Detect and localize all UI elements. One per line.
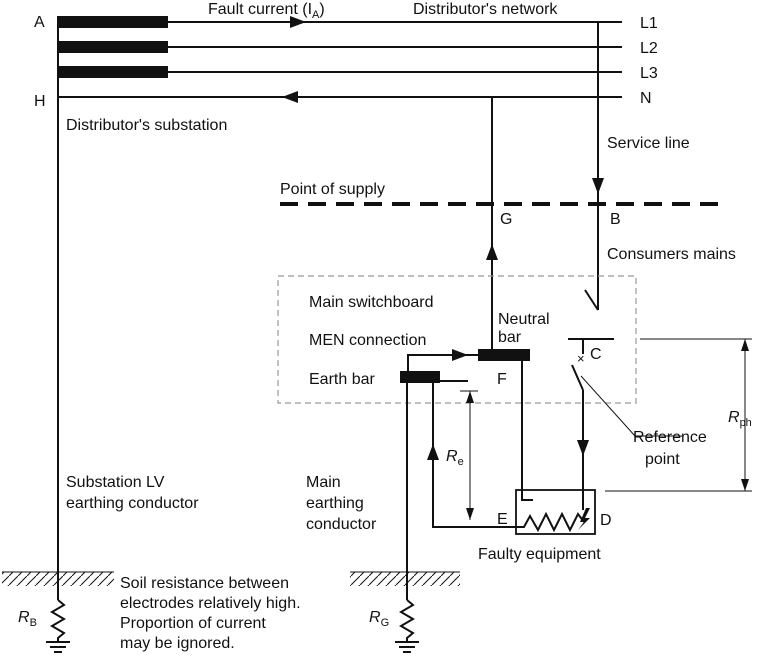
label-n: N [640, 90, 652, 107]
label-r-b: RB [18, 609, 37, 629]
label-main-earthing-1: Main [306, 474, 341, 491]
label-l1: L1 [640, 15, 658, 32]
label-h: H [34, 93, 46, 110]
arrow-phase-down [577, 440, 589, 456]
rph-arrow-bottom [741, 479, 749, 491]
label-a: A [34, 14, 45, 31]
label-faulty-equipment: Faulty equipment [478, 546, 601, 563]
label-fault-current: Fault current (IA) [208, 1, 325, 21]
label-main-switchboard: Main switchboard [309, 294, 434, 311]
label-soil-2: electrodes relatively high. [120, 595, 301, 612]
ground-hatch-left [2, 572, 114, 586]
label-earth-bar: Earth bar [309, 371, 375, 388]
label-c: C [590, 346, 602, 363]
label-point-of-supply: Point of supply [280, 181, 385, 198]
label-neutral: Neutral [498, 311, 550, 328]
arrow-neutral-return [282, 91, 298, 103]
label-r-g: RG [369, 609, 389, 629]
arrow-earth-up [427, 444, 439, 460]
arrow-service-line [592, 178, 604, 194]
label-distributors-substation: Distributor's substation [66, 117, 227, 134]
switch-upper-blade [584, 289, 599, 311]
label-consumers-mains: Consumers mains [607, 246, 736, 263]
neutral-to-equipment-wire [521, 361, 533, 501]
arrow-men [452, 349, 468, 361]
ground-hatch-right [350, 572, 460, 586]
label-e: E [497, 511, 508, 528]
busbar-l2 [58, 41, 168, 53]
label-l2: L2 [640, 40, 658, 57]
men-connection-wire [407, 354, 478, 371]
switch-lower-blade [571, 364, 584, 391]
label-g: G [500, 211, 512, 228]
label-distributors-network: Distributor's network [413, 1, 558, 18]
label-r-e: Re [446, 448, 464, 468]
re-arrow-top [466, 391, 474, 403]
arrow-fault-current [290, 16, 306, 28]
label-service-line: Service line [607, 135, 690, 152]
label-l3: L3 [640, 65, 658, 82]
reference-point-leader [580, 375, 682, 437]
busbar-l3 [58, 66, 168, 78]
earth-resistor-rg [399, 599, 415, 642]
label-soil-4: may be ignored. [120, 635, 235, 652]
fault-flash-icon [578, 508, 590, 530]
label-men-connection: MEN connection [309, 332, 426, 349]
label-point: point [645, 451, 680, 468]
earth-resistor-rb [50, 599, 66, 642]
rph-arrow-top [741, 339, 749, 351]
label-f: F [497, 371, 507, 388]
protective-earth-wire [432, 383, 516, 528]
main-switchboard-box [277, 275, 637, 404]
label-soil-3: Proportion of current [120, 615, 266, 632]
label-soil-1: Soil resistance between [120, 575, 289, 592]
label-bar: bar [498, 329, 522, 346]
label-d: D [600, 512, 612, 529]
label-r-ph: Rph [728, 409, 752, 429]
label-substation-lv-2: earthing conductor [66, 495, 199, 512]
busbar-l1 [58, 16, 168, 28]
faulty-equipment-box [515, 489, 596, 535]
neutral-bar [478, 349, 530, 361]
earth-bar [400, 371, 440, 383]
label-main-earthing-2: earthing [306, 495, 364, 512]
label-substation-lv-1: Substation LV [66, 474, 165, 491]
re-arrow-bottom [466, 508, 474, 520]
arrow-neutral-up [486, 244, 498, 260]
fault-resistance-zigzag [516, 511, 585, 533]
switch-mark: × [577, 351, 585, 366]
label-main-earthing-3: conductor [306, 516, 377, 533]
label-b: B [610, 211, 621, 228]
label-reference: Reference [633, 429, 707, 446]
